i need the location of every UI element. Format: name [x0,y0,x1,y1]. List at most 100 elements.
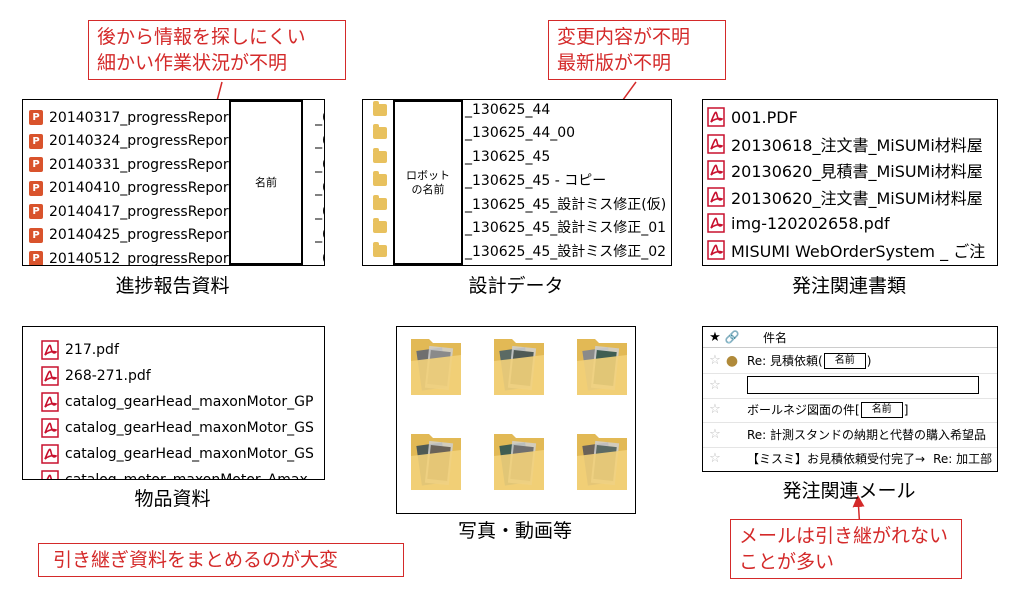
powerpoint-file-icon: P [29,157,43,172]
mail-row[interactable]: ☆ [703,373,997,399]
file-suffix: _01 [315,109,324,126]
callout-unknown-changes: 変更内容が不明 最新版が不明 [548,20,726,80]
folder-row[interactable]: _130625_44_00 [373,122,671,145]
callout-text: 引き継ぎ資料をまとめるのが大変 [53,549,339,571]
callout-mail-not-handed-over: メールは引き継がれない ことが多い [730,519,962,579]
subject-column-header[interactable]: 件名 [763,330,788,345]
folder-icon [373,218,387,233]
mail-row[interactable]: ☆●Re: 見積依頼(名前) [703,348,997,374]
folder-row[interactable]: _130625_45_設計ミス修正_02 [373,239,671,262]
file-name: 20140417_progressReport_ [49,203,242,220]
subject-prefix: Re: 見積依頼( [747,354,823,368]
folder-name: _130625_45 [465,148,551,165]
mail-row[interactable]: ☆ 【ミスミ】お見積依頼受付完了→ Re: 加工部 [703,446,997,471]
folder-icon [373,124,387,139]
callout-handover-hard: 引き継ぎ資料をまとめるのが大変 [38,543,404,577]
folder-row[interactable]: _130625_45_設計ミス修正_01 [373,216,671,239]
star-icon[interactable]: ☆ [709,451,721,466]
folder-name: _130625_45_設計ミス修正_02 [465,243,667,260]
photo-folder-icon[interactable] [490,333,548,399]
pdf-file-icon [707,239,725,260]
pdf-file-icon [41,444,59,464]
pdf-file-icon [41,470,59,479]
folder-row[interactable]: _130625_44 [373,100,671,121]
subject-prefix: ボールネジ図面の件[ [747,403,860,417]
mail-subject: 【ミスミ】お見積依頼受付完了→ Re: 加工部 [747,450,992,467]
pdf-file-row[interactable]: catalog_gearHead_maxonMotor_GP [41,389,324,415]
folder-icon [373,100,387,116]
photo-folder-icon[interactable] [407,333,465,399]
pdf-file-icon [41,340,59,360]
file-name: 20140425_progressReport_ [49,227,242,243]
pdf-file-row[interactable]: 268-271.pdf [41,363,324,389]
mail-row[interactable]: ☆ Re: 計測スタンドの納期と代替の購入希望品 [703,422,997,448]
file-suffix: _01 [315,156,324,173]
powerpoint-file-icon: P [29,204,43,219]
pdf-file-row[interactable]: 217.pdf [41,337,324,363]
name-mask: 名前 [229,100,303,265]
pdf-file-row[interactable]: MISUMI WebOrderSystem _ ご注 [707,237,997,263]
mail-subject [747,376,979,394]
pdf-file-row[interactable]: 20130618_注文書_MiSUMi材料屋 [707,131,997,157]
star-icon[interactable]: ☆ [709,402,721,417]
subject-prefix: 【ミスミ】お見積依頼受付完了→ [747,452,926,466]
file-suffix: _01 [315,133,324,149]
star-icon[interactable]: ☆ [709,377,721,393]
file-name: catalog_gearHead_maxonMotor_GP [65,394,314,410]
pdf-file-row[interactable]: img-120202658.pdf [707,210,997,236]
callout-hard-to-find: 後から情報を探しにくい 細かい作業状況が不明 [88,20,346,80]
photo-folder-icon[interactable] [573,428,631,494]
mail-subject: Re: 見積依頼(名前) [747,352,871,369]
folder-row[interactable]: _130625_45_設計ミス修正(仮) [373,192,671,215]
mask-label: 名前 [255,175,277,189]
mail-caption: 発注関連メール [782,480,916,502]
progress-report-caption: 進捗報告資料 [115,275,230,297]
folder-name: _130625_45 - コピー [465,173,607,189]
powerpoint-file-icon: P [29,251,43,265]
callout-line-2: 最新版が不明 [557,52,672,74]
pdf-file-row[interactable]: catalog_gearHead_maxonMotor_GS [41,441,324,467]
design-data-caption: 設計データ [468,275,564,297]
star-icon[interactable]: ☆ [709,426,721,442]
mail-row[interactable]: ☆ボールネジ図面の件[名前] [703,397,997,423]
pdf-file-icon [707,186,725,207]
subject-suffix: ) [866,353,872,368]
photo-folder-icon[interactable] [490,428,548,494]
folder-row[interactable]: _130625_45 - コピー [373,169,671,192]
design-data-panel: _130625_44_130625_44_00 _130625_45 _130625… [362,99,672,266]
pdf-file-row[interactable]: catalog_gearHead_maxonMotor_GS [41,415,324,441]
star-column-icon: ★ [709,329,721,345]
subject-suffix: Re: 加工部 [933,452,993,466]
file-name: MISUMI WebOrderSystem _ ご注 [731,241,986,261]
pdf-file-row[interactable]: catalog_motor_maxonMotor_Amax [41,467,324,479]
mail-subject: Re: 計測スタンドの納期と代替の購入希望品 [747,426,986,443]
photos-panel [396,326,636,514]
folder-icon [373,171,387,186]
file-name: catalog_gearHead_maxonMotor_GS [65,446,314,462]
attachment-column-icon: 🔗 [724,330,740,344]
star-icon[interactable]: ☆ [709,353,721,368]
folder-name: _130625_45_設計ミス修正(仮) [465,196,667,213]
file-suffix: _01 [315,180,324,196]
pdf-file-row[interactable]: 20130620_見積書_MiSUMi材料屋 [707,157,997,183]
photo-folder-icon[interactable] [407,428,465,494]
folder-icon [373,147,387,163]
redacted-box [747,376,979,394]
file-name: 20130620_注文書_MiSUMi材料屋 [731,188,983,208]
file-name: 20140324_progressReport_ [49,133,242,149]
file-name: 20140410_progressReport_ [49,180,242,196]
pdf-file-row[interactable]: 20130620_注文書_MiSUMi材料屋 [707,184,997,210]
photo-folder-icon[interactable] [573,333,631,399]
name-mask: 名前 [823,352,866,369]
pdf-file-row[interactable]: 001.PDF [707,104,997,130]
folder-row[interactable]: _130625_45 [373,145,671,168]
mail-header-row: ★ 🔗 件名 [703,327,997,348]
